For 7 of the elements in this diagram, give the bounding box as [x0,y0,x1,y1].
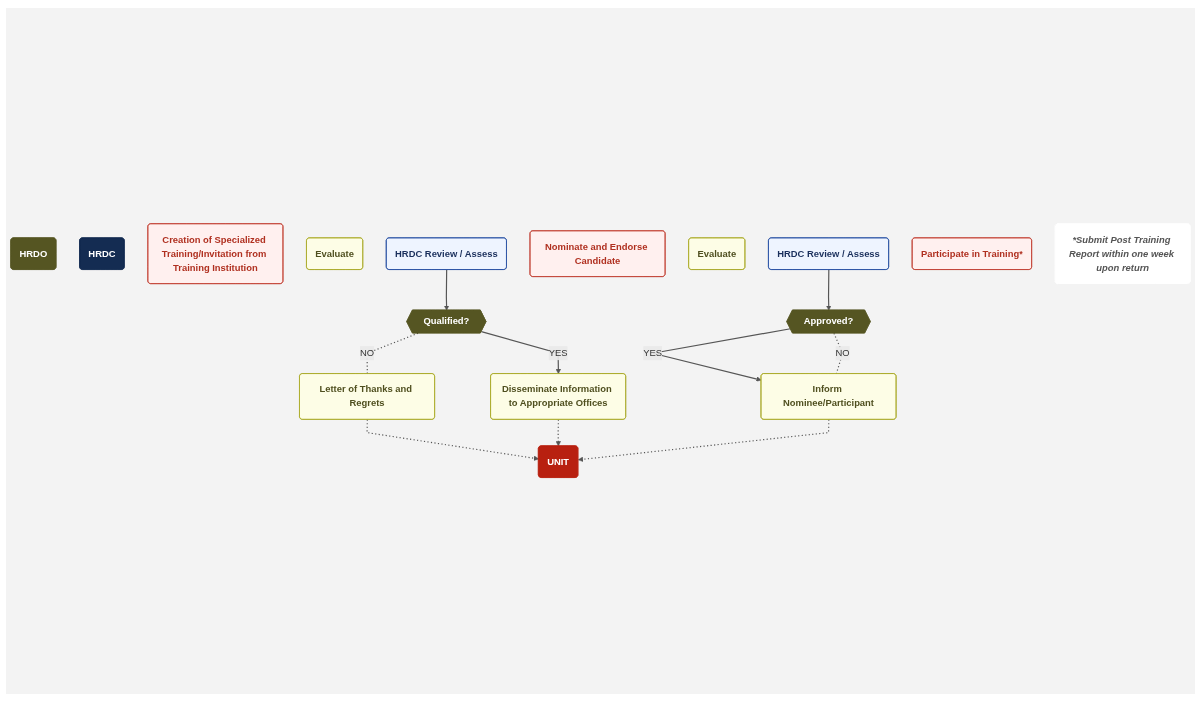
edge-label: YES [548,348,568,359]
arrow [826,269,832,311]
edge-label: YES [643,348,663,359]
arrow [443,269,450,311]
edge-label: NO [359,348,375,359]
edge-label: NO [835,348,850,359]
arrow [480,331,561,375]
